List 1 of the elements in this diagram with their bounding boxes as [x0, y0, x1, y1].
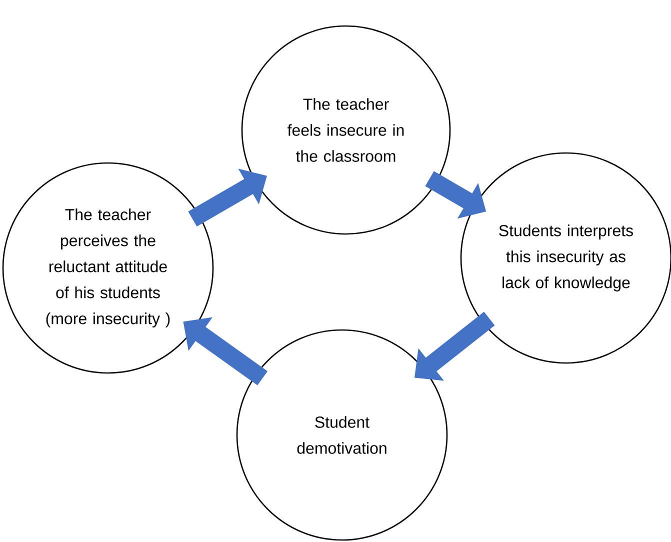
block-arrow [414, 312, 495, 381]
